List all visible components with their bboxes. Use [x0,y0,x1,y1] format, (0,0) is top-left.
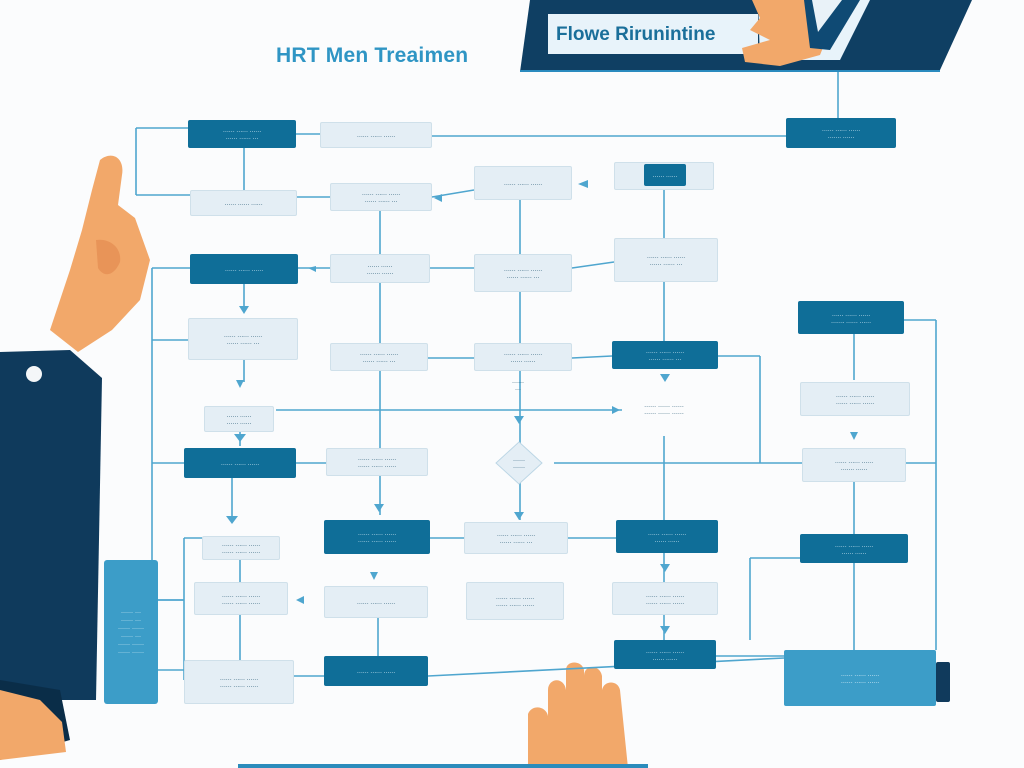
flow-node[interactable]: …… …… …… [474,166,572,200]
free-label: …… … [512,378,524,392]
flow-node[interactable]: …… …… …… [190,190,297,216]
flow-node[interactable]: …… …… …… …… …… … [330,183,432,211]
terminal-box-accent [936,662,950,702]
connector-lines [135,72,937,680]
flow-node[interactable]: …… …… …… [320,122,432,148]
flow-node[interactable]: …… …… …… …… …… …… [184,660,294,704]
flow-node-highlight[interactable]: …… …… [644,164,686,186]
flow-node[interactable]: …… …… ……. …… [330,254,430,283]
flow-node[interactable]: …… …… …… …… …… …… [800,382,910,416]
banner-label: Flowe Rirunintine [556,24,716,45]
flow-node[interactable]: …… …… …… …… …… …… [466,582,564,620]
flow-node[interactable]: …… …… …… …… …… …… [202,536,280,560]
flow-node-end[interactable]: …… …… …… …… …… …… [784,650,936,706]
flow-node[interactable]: …… …… …… ……. …… [786,118,896,148]
flow-node[interactable]: …… …… …… …… …… … [464,522,568,554]
flow-node[interactable]: …… …… …… …… [204,406,274,432]
flow-node[interactable]: …… …… …… [190,254,298,284]
flow-node-start[interactable]: …… …… …… …… …… … [188,120,296,148]
left-hand-illustration [0,155,150,760]
flow-node[interactable]: …… …… …… ……. …… …… [798,301,904,334]
decision-diamond [495,441,543,485]
decision-label: …… …… [513,456,525,470]
bottom-hand-illustration [238,662,648,768]
arrowheads [226,180,858,634]
free-label: …… …… …… …… …… …… [644,402,684,416]
flow-node[interactable]: …… …… …… …… …… … [614,238,718,282]
page-title: HRT Men Treaimen [276,44,469,67]
flow-node[interactable]: …… …… …… …… …… … [330,343,428,371]
flow-node[interactable]: …… …… …… …… …… … [188,318,298,360]
top-hand-illustration [742,0,860,66]
flow-node[interactable]: …… …… …… …… …… [614,640,716,669]
flow-node[interactable]: …… …… …… …… …… …… [326,448,428,476]
flow-node[interactable]: …… …… …… ……. …… [802,448,906,482]
flow-node[interactable]: …… …… …… …… …… [616,520,718,553]
flow-node[interactable]: …… …… …… …… …… …… [324,520,430,554]
flow-node[interactable]: …… …… …… …… …… [474,343,572,371]
flow-node[interactable]: …… …… …… [324,656,428,686]
flow-node[interactable]: …… …… …… …… …… …… [194,582,288,615]
flow-node[interactable]: …… …… …… …… …… [800,534,908,563]
flow-node[interactable]: …… …… …… …… …… …… [612,582,718,615]
flow-node[interactable]: …… …… …… …… …… … [612,341,718,369]
flow-node[interactable]: …… …… …… …… …… … [474,254,572,292]
flow-node[interactable]: …… …… …… [184,448,296,478]
flow-node[interactable]: …… …… …… [324,586,428,618]
side-legend-panel: …… … …… … …… …… …… … …… …… …… …… [104,560,158,704]
